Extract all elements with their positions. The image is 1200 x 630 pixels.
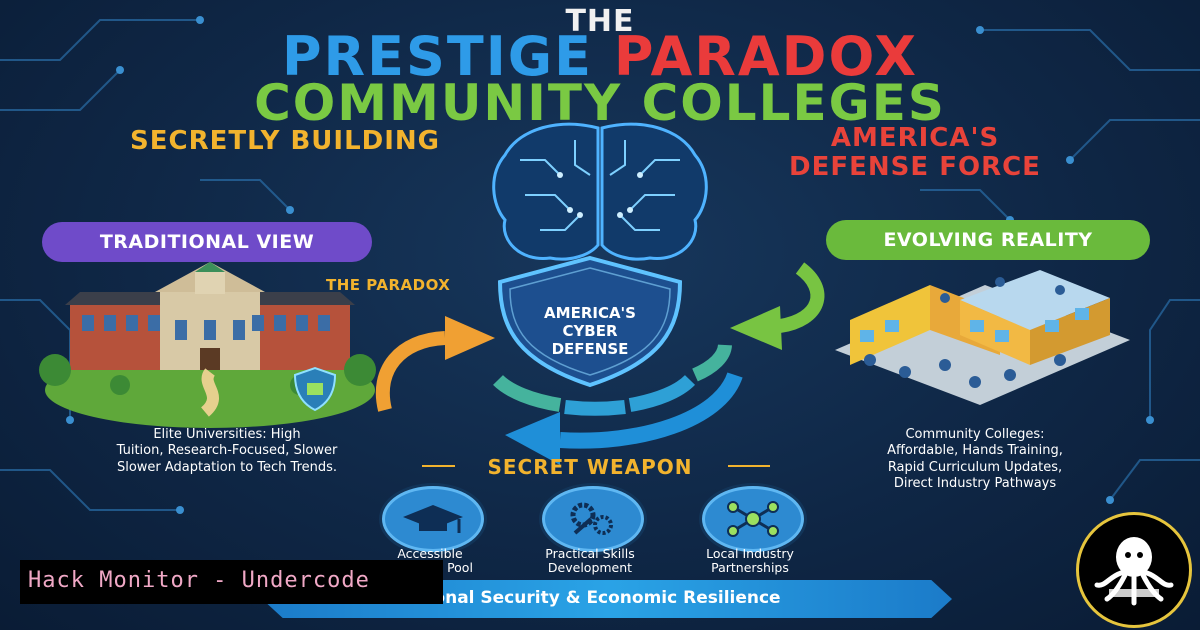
evolving-reality-pill: EVOLVING REALITY — [826, 220, 1150, 260]
shield-text: AMERICA'S CYBER DEFENSE — [520, 304, 660, 358]
weapon-2-circle — [542, 486, 644, 552]
title-line1: PRESTIGE PARADOX — [0, 30, 1200, 84]
traditional-caption-line1: Elite Universities: High — [153, 427, 301, 442]
weapon-1-label: Accessible Pool — [350, 546, 510, 576]
brain-icon — [492, 122, 708, 261]
traditional-caption-line2: Tuition, Research-Focused, Slower — [116, 443, 338, 459]
subtitle-left: SECRETLY BUILDING — [130, 126, 441, 156]
weapon-2-label-line1: Practical Skills — [545, 546, 635, 561]
weapon-1-circle — [382, 486, 484, 552]
header-the: THE — [565, 4, 635, 39]
gears-wrench-icon — [570, 502, 613, 535]
subtitle-right-line2: DEFENSE FORCE — [789, 151, 1041, 182]
traditional-view-pill: TRADITIONAL VIEW — [42, 222, 372, 262]
title-word-prestige: PRESTIGE — [281, 25, 594, 88]
paradox-label: THE PARADOX — [326, 276, 451, 294]
university-illustration — [39, 262, 376, 428]
octopus-icon — [1094, 537, 1174, 606]
weapon-2-label-line2: Development — [547, 560, 633, 576]
bottom-banner-text: onal Security & Economic Resilience — [433, 588, 781, 608]
evolving-caption-line2: Affordable, Hands Training, — [887, 443, 1063, 459]
subtitle-right-line1: AMERICA'S — [830, 123, 1000, 153]
evolving-caption-line3: Rapid Curriculum Updates, — [887, 459, 1063, 475]
watermark-box — [20, 560, 443, 604]
community-college-illustration — [835, 270, 1130, 405]
shield-line1: AMERICA'S — [544, 304, 636, 322]
weapon-1-label-line2: Pool — [447, 560, 473, 576]
weapon-3-label-line2: Partnerships — [711, 560, 789, 576]
shield-line2: CYBER — [562, 322, 618, 340]
title-line2: COMMUNITY COLLEGES — [254, 74, 946, 132]
watermark-text: Hack Monitor - Undercode — [28, 568, 370, 593]
shield-icon — [497, 255, 683, 388]
secret-weapon-heading: SECRET WEAPON — [487, 455, 693, 479]
evolving-caption-line1: Community Colleges: — [905, 427, 1045, 442]
weapon-3-circle — [702, 486, 804, 552]
network-nodes-icon — [727, 501, 779, 537]
octopus-logo — [1076, 512, 1192, 628]
evolving-caption: Community Colleges: Affordable, Hands Tr… — [830, 427, 1120, 492]
weapon-1-label-line1: Accessible — [397, 546, 463, 561]
traditional-caption: Elite Universities: High Tuition, Resear… — [42, 427, 412, 476]
title-word-paradox: PARADOX — [613, 25, 919, 88]
weapon-2-label: Practical Skills Development — [510, 546, 670, 576]
evolving-caption-line4: Direct Industry Pathways — [893, 475, 1057, 491]
shield-line3: DEFENSE — [551, 340, 629, 358]
traditional-caption-line3: Slower Adaptation to Tech Trends. — [116, 459, 338, 475]
weapon-3-label: Local Industry Partnerships — [670, 546, 830, 576]
weapon-3-label-line1: Local Industry — [706, 546, 794, 561]
subtitle-right: AMERICA'S DEFENSE FORCE — [750, 124, 1080, 181]
graduation-cap-icon — [403, 505, 463, 533]
